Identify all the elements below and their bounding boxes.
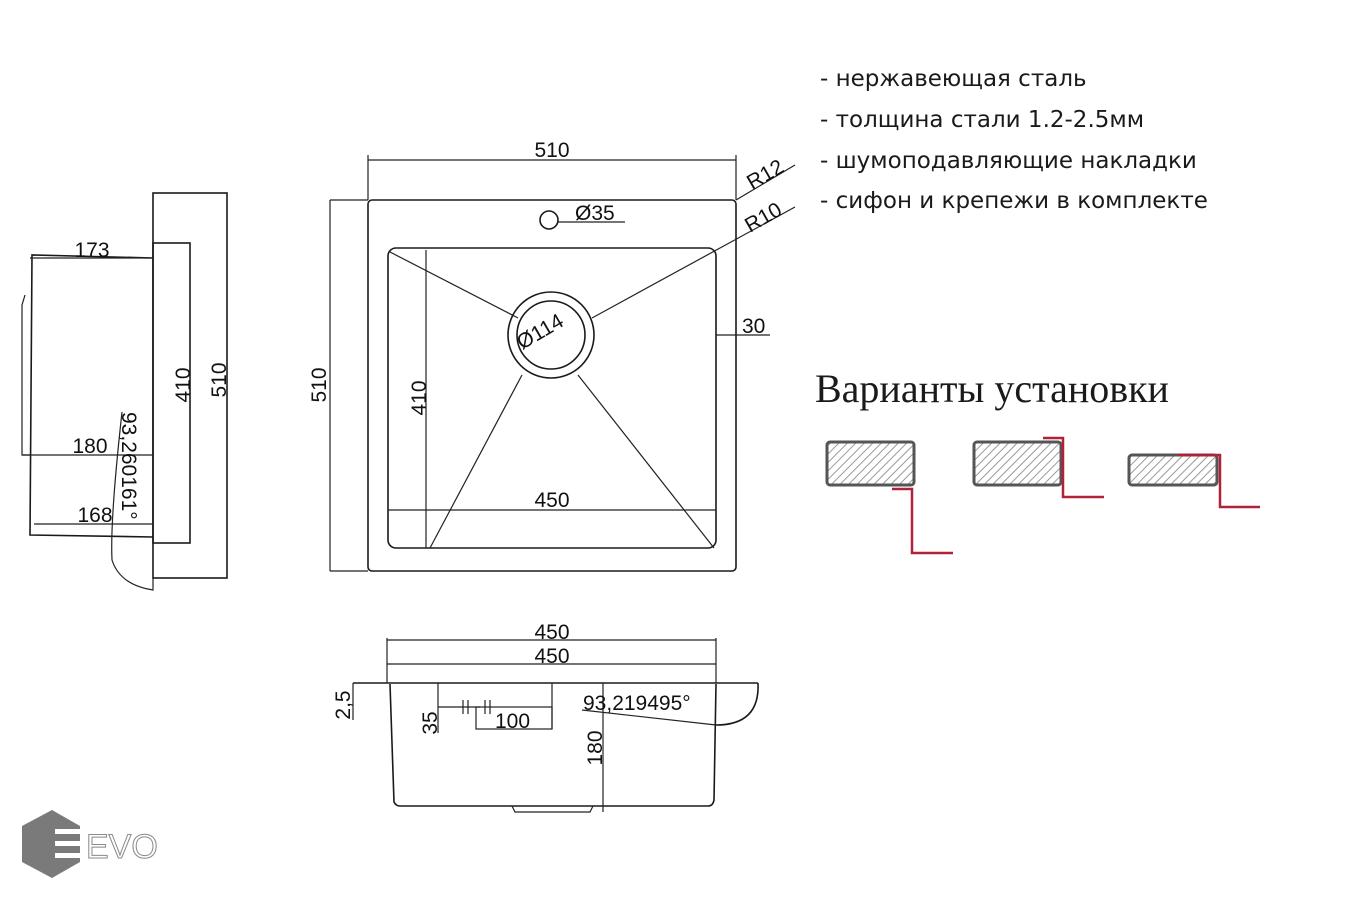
dim-bowl-410: 410 xyxy=(408,380,431,415)
install-title: Варианты установки xyxy=(815,366,1169,411)
top-view: 510 510 410 450 Ø35 Ø114 R12 R10 30 xyxy=(308,139,796,572)
install-variant-3 xyxy=(1127,453,1260,509)
front-view: 450 450 2,5 35 100 180 93,219495° xyxy=(332,621,759,813)
dim-173: 173 xyxy=(74,239,109,262)
logo-text: EVO xyxy=(86,828,158,866)
dim-450-top: 450 xyxy=(534,621,569,644)
dim-410: 410 xyxy=(172,367,195,402)
feature-item: - шумоподавляющие накладки xyxy=(820,148,1197,174)
feature-item: - толщина стали 1.2-2.5мм xyxy=(820,107,1144,133)
evo-logo: EVO xyxy=(22,810,158,878)
dim-100: 100 xyxy=(495,710,530,733)
dim-r12: R12 xyxy=(743,155,788,194)
dim-hole: Ø35 xyxy=(575,202,615,225)
dim-drain: Ø114 xyxy=(513,309,568,354)
dim-35: 35 xyxy=(419,711,442,734)
feature-item: - сифон и крепежи в комплекте xyxy=(820,188,1208,214)
dim-bowl-450: 450 xyxy=(534,489,569,512)
side-view: 173 180 168 410 510 93,260161° xyxy=(21,192,231,591)
dim-r10: R10 xyxy=(741,198,786,237)
dim-width-510: 510 xyxy=(534,139,569,162)
angle-label: 93,260161° xyxy=(117,412,140,520)
dim-height-510: 510 xyxy=(308,367,331,402)
dim-180-front: 180 xyxy=(584,730,607,765)
dim-510: 510 xyxy=(208,362,231,397)
dim-180: 180 xyxy=(72,435,107,458)
feature-list: - нержавеющая сталь - толщина стали 1.2-… xyxy=(820,66,1208,214)
install-variant-1 xyxy=(825,440,953,555)
install-variant-2 xyxy=(972,436,1104,499)
dim-168: 168 xyxy=(77,504,112,527)
dim-450-bottom: 450 xyxy=(534,645,569,668)
angle-front: 93,219495° xyxy=(583,692,691,715)
dim-2-5: 2,5 xyxy=(332,690,355,719)
feature-item: - нержавеющая сталь xyxy=(820,66,1087,92)
dim-30: 30 xyxy=(742,315,765,338)
